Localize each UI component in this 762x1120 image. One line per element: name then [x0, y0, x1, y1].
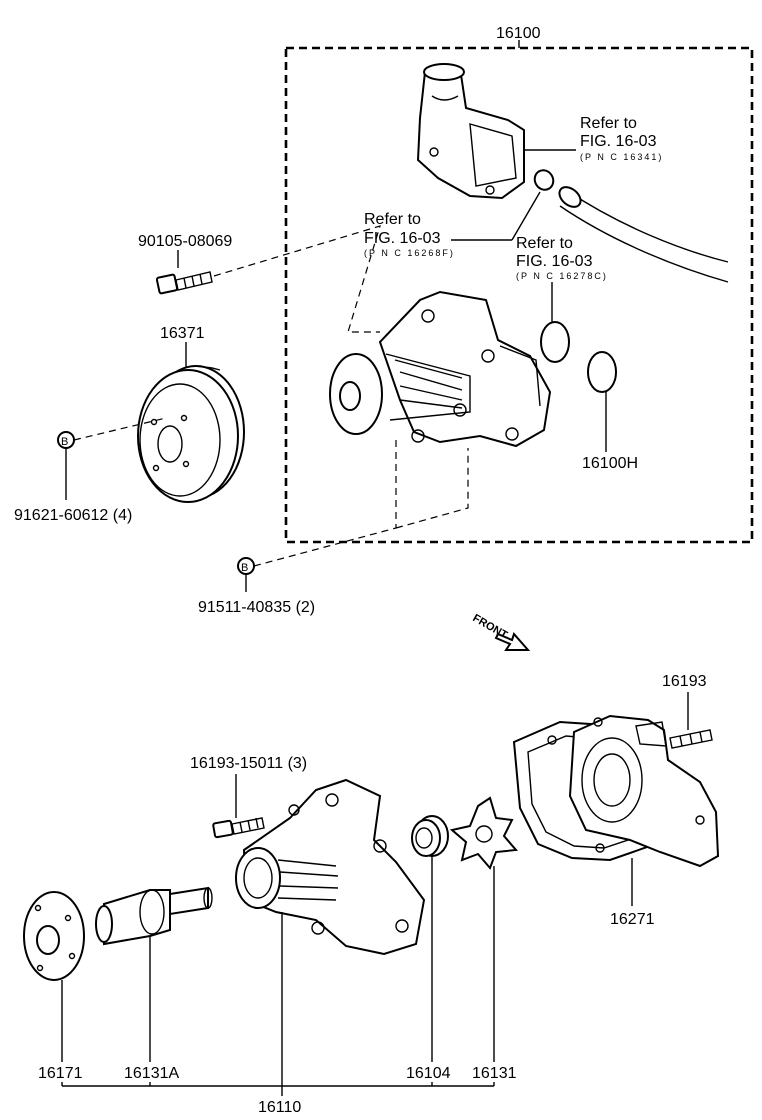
stud-bolt-label: 16193-15011 (3) [190, 755, 307, 772]
water-pump-assembly [329, 290, 552, 448]
pump-body-16110 [235, 778, 426, 956]
shaft-bearing-16131A [95, 886, 213, 946]
impeller-label: 16131 [472, 1065, 517, 1082]
front-arrow: FRONT [471, 612, 531, 651]
stud-label: 16193 [662, 673, 707, 690]
pulley-16371 [137, 365, 245, 503]
svg-text:(P N C 16278C): (P N C 16278C) [516, 271, 608, 281]
svg-text:(P N C 16341): (P N C 16341) [580, 152, 663, 162]
b-marker-pump: B [237, 557, 255, 575]
impeller-16131 [449, 796, 519, 870]
gasket-ring-16100H [587, 351, 617, 393]
pulley-label: 16371 [160, 325, 205, 342]
svg-text:FIG. 16-03: FIG. 16-03 [516, 253, 593, 270]
ref-16341: Refer to FIG. 16-03 (P N C 16341) [580, 115, 663, 162]
gasket-label: 16271 [610, 911, 655, 928]
body-label: 16110 [258, 1099, 301, 1116]
svg-text:Refer to: Refer to [516, 235, 573, 252]
ref-16268F: Refer to FIG. 16-03 (P N C 16268F) [364, 211, 455, 258]
b-marker-pulley: B [57, 431, 75, 449]
assembly-dashed-box [284, 46, 754, 544]
oring-16278C [540, 321, 570, 363]
svg-text:FIG. 16-03: FIG. 16-03 [580, 133, 657, 150]
water-inlet-housing [416, 63, 525, 200]
stud-16193 [669, 729, 713, 749]
pulley-bolt-label: 91621-60612 (4) [14, 507, 132, 524]
seal-16104 [411, 815, 449, 857]
shaft-bearing-label: 16131A [124, 1065, 179, 1082]
bolt-top-label: 90105-08069 [138, 233, 232, 250]
bolt-90105-08069 [155, 271, 213, 295]
stud-bolt-16193-15011 [212, 817, 265, 839]
bypass-hose [558, 186, 729, 283]
bypass-oring [533, 169, 555, 191]
svg-text:Refer to: Refer to [580, 115, 637, 132]
pump-cover [568, 714, 720, 868]
svg-text:(P N C 16268F): (P N C 16268F) [364, 248, 455, 258]
hub-label: 16171 [38, 1065, 83, 1082]
svg-text:B: B [241, 562, 248, 574]
assembly-label: 16100 [496, 25, 541, 42]
pump-bolt-label: 91511-40835 (2) [198, 599, 315, 616]
svg-text:FIG. 16-03: FIG. 16-03 [364, 230, 441, 247]
gasket-ring-label: 16100H [582, 455, 638, 472]
seal-label: 16104 [406, 1065, 451, 1082]
ref-16278C: Refer to FIG. 16-03 (P N C 16278C) [516, 235, 608, 281]
hub-16171 [23, 891, 85, 981]
svg-text:B: B [61, 436, 68, 448]
svg-text:Refer to: Refer to [364, 211, 421, 228]
